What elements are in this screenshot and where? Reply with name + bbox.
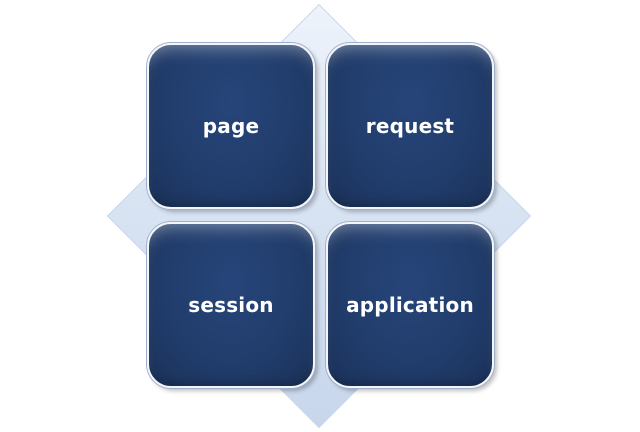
cell-application: application xyxy=(326,222,494,388)
cell-label-page: page xyxy=(202,114,260,138)
cell-request: request xyxy=(326,43,494,209)
cell-session: session xyxy=(147,222,315,388)
cell-label-application: application xyxy=(346,293,474,317)
cell-page: page xyxy=(147,43,315,209)
cell-label-request: request xyxy=(365,114,455,138)
cell-label-session: session xyxy=(188,293,274,317)
